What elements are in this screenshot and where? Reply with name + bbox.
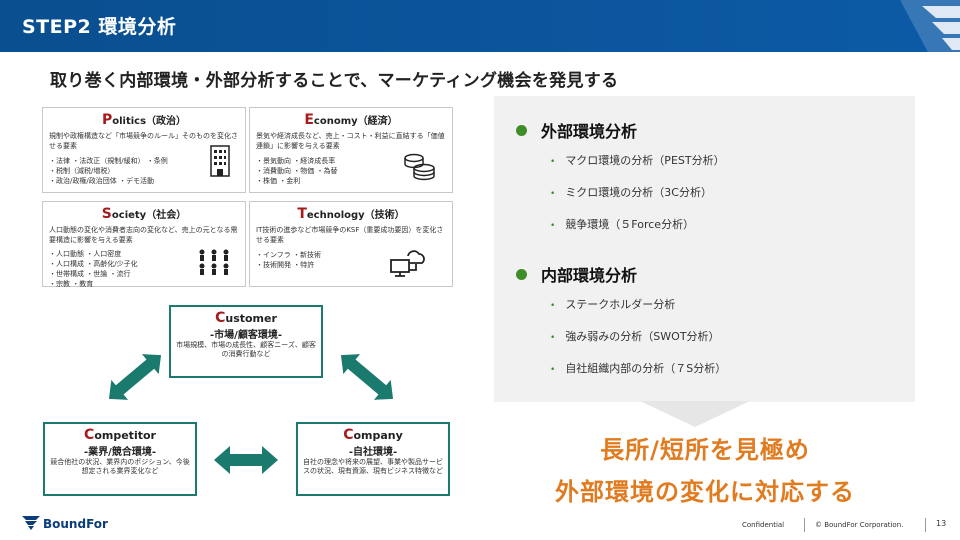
- c3-customer-title: Customer: [215, 310, 277, 326]
- analysis-panel: [494, 96, 915, 402]
- brand-chevron-icon: [900, 0, 960, 56]
- internal-analysis-heading: 内部環境分析: [516, 262, 637, 286]
- pest-technology-items: ・インフラ ・新技術 ・技術開発 ・特許: [256, 251, 322, 269]
- c3-customer-box: Customer -市場/顧客環境- 市場規模、市場の成長性、顧客ニーズ、顧客の…: [169, 305, 323, 378]
- people-icon: [199, 249, 229, 275]
- double-arrow-icon: [108, 354, 162, 400]
- double-arrow-icon: [340, 354, 394, 400]
- pest-politics-desc: 規制や政権構造など「市場競争のルール」そのものを変化させる要素: [49, 132, 238, 150]
- list-item: •ミクロ環境の分析（3C分析）: [550, 186, 712, 199]
- coins-icon: [404, 153, 435, 181]
- c3-customer-desc: 市場規模、市場の成長性、顧客ニーズ、顧客の消費行動など: [176, 341, 316, 358]
- page-number: 13: [936, 519, 947, 528]
- pest-economy-box: Economy（経済） 景気や経済成長など、売上・コスト・利益に直結する「価値連…: [249, 107, 453, 193]
- pest-technology-title: Technology（技術）: [297, 206, 405, 222]
- pest-technology-box: Technology（技術） IT技術の進歩など市場競争のKSF（重要成功要因）…: [249, 201, 453, 287]
- c3-company-desc: 自社の理念や将来の展望、事業や製品サービスの状況、現有資源、現有ビジネス特徴など: [303, 458, 443, 475]
- double-arrow-icon: [214, 446, 278, 474]
- pest-society-title: Society（社会）: [101, 206, 187, 222]
- pest-society-desc: 人口動態の変化や消費者志向の変化など、売上の元となる需要構造に影響を与える要素: [49, 226, 238, 244]
- footer-brand-logo: BoundFor: [22, 516, 108, 531]
- pest-politics-box: Politics（政治） 規制や政権構造など「市場競争のルール」そのものを変化さ…: [42, 107, 246, 193]
- footer-confidential: Confidential: [742, 521, 785, 529]
- slide-subtitle: 取り巻く内部環境・外部分析することで、マーケティング機会を発見する: [50, 71, 619, 91]
- brand-mark-icon: [22, 516, 40, 530]
- pest-economy-title: Economy（経済）: [304, 112, 398, 128]
- c3-company-subtitle: -自社環境-: [348, 447, 398, 458]
- list-item: •競争環境（５Force分析）: [550, 218, 695, 231]
- c3-company-title: Company: [343, 427, 403, 443]
- c3-competitor-box: Competitor -業界/競合環境- 競合他社の状況、業界内のポジション、今…: [43, 422, 197, 496]
- pest-technology-desc: IT技術の進歩など市場競争のKSF（重要成功要因）を変化させる要素: [256, 226, 444, 244]
- c3-customer-subtitle: -市場/顧客環境-: [210, 330, 282, 341]
- c3-competitor-title: Competitor: [84, 427, 156, 443]
- down-arrow-icon: [640, 401, 750, 427]
- footer-copyright: © BoundFor Corporation.: [815, 521, 904, 529]
- c3-competitor-subtitle: -業界/競合環境-: [84, 447, 156, 458]
- pest-society-items: ・人口動態 ・人口密度 ・人口構成 ・高齢化/少子化 ・世帯構成 ・世論 ・流行…: [49, 250, 138, 288]
- green-dot-icon: [516, 125, 527, 136]
- external-analysis-heading: 外部環境分析: [516, 118, 637, 142]
- pest-politics-items: ・法律 ・法改正（規制/緩和） ・条例 ・税制（減税/増税） ・政治/政権/政治…: [49, 157, 168, 185]
- list-item: •ステークホルダー分析: [550, 298, 676, 311]
- page-title: STEP2 環境分析: [22, 16, 177, 38]
- conclusion-line-2: 外部環境の変化に対応する: [555, 478, 855, 506]
- pest-economy-desc: 景気や経済成長など、売上・コスト・利益に直結する「価値連鎖」に影響を与える要素: [256, 132, 445, 150]
- pest-politics-title: Politics（政治）: [101, 112, 187, 128]
- list-item: •強み弱みの分析（SWOT分析）: [550, 330, 720, 343]
- header-bar: [0, 0, 960, 52]
- pest-economy-items: ・景気動向 ・経済成長率 ・消費動向 ・物価 ・為替 ・株価 ・金利: [256, 157, 338, 185]
- footer-divider: [804, 518, 805, 532]
- green-dot-icon: [516, 269, 527, 280]
- building-icon: [210, 145, 230, 177]
- cloud-computer-icon: [390, 250, 425, 277]
- c3-competitor-desc: 競合他社の状況、業界内のポジション、今後想定される業界変化など: [50, 458, 190, 475]
- list-item: •マクロ環境の分析（PEST分析）: [550, 154, 725, 167]
- c3-company-box: Company -自社環境- 自社の理念や将来の展望、事業や製品サービスの状況、…: [296, 422, 450, 496]
- footer-divider: [925, 518, 926, 532]
- list-item: •自社組織内部の分析（７S分析）: [550, 362, 727, 375]
- pest-society-box: Society（社会） 人口動態の変化や消費者志向の変化など、売上の元となる需要…: [42, 201, 246, 288]
- conclusion-line-1: 長所/短所を見極め: [600, 436, 810, 464]
